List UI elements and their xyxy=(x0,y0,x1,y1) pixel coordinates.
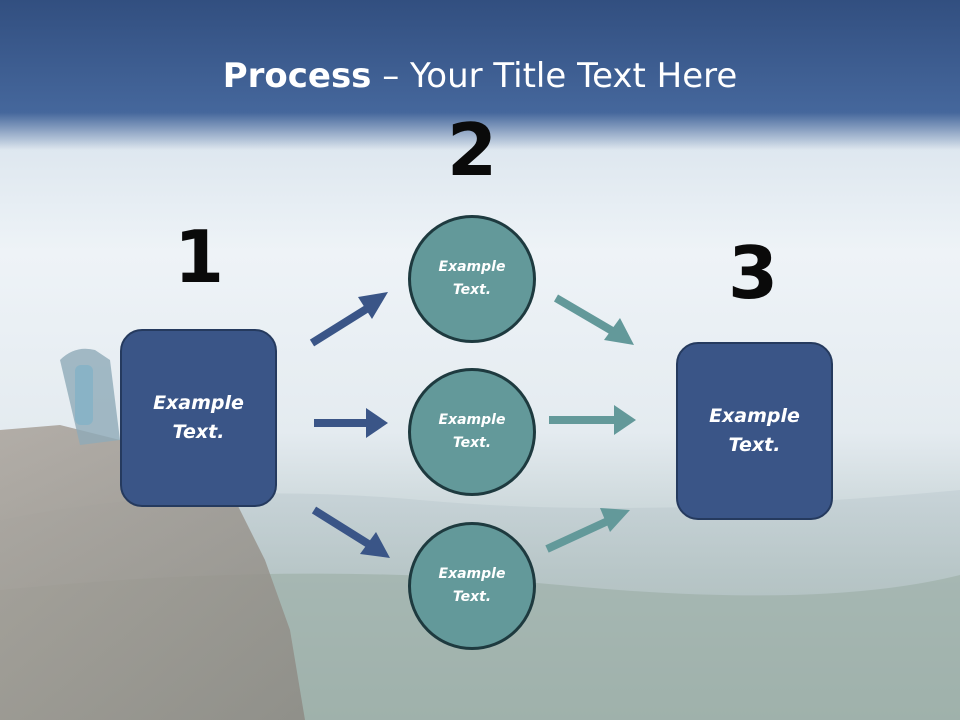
step-number-3: 3 xyxy=(727,231,779,315)
title-bar xyxy=(0,0,960,150)
title-bold: Process xyxy=(222,56,372,96)
title-rest: – Your Title Text Here xyxy=(371,56,738,96)
arrow-1-to-top xyxy=(309,292,388,347)
step-2-circle-middle: Example Text. xyxy=(408,368,536,496)
arrow-1-to-bottom xyxy=(311,506,390,558)
page-title: Process – Your Title Text Here xyxy=(0,54,960,98)
arrow-bottom-to-3 xyxy=(545,508,630,553)
step-3-box: Example Text. xyxy=(676,342,833,520)
step-2-circle-bottom: Example Text. xyxy=(408,522,536,650)
step-2-circle-top: Example Text. xyxy=(408,215,536,343)
arrow-top-to-3 xyxy=(553,294,634,345)
step-1-text: Example Text. xyxy=(153,392,244,443)
step-2-bottom-text: Example Text. xyxy=(438,566,506,605)
step-1-box: Example Text. xyxy=(120,329,277,507)
step-number-2: 2 xyxy=(446,108,498,192)
step-3-text: Example Text. xyxy=(709,405,800,456)
step-2-middle-text: Example Text. xyxy=(438,412,506,451)
step-2-top-text: Example Text. xyxy=(438,259,506,298)
step-number-1: 1 xyxy=(173,215,225,299)
arrow-1-to-middle xyxy=(314,408,388,438)
arrow-middle-to-3 xyxy=(549,405,636,435)
